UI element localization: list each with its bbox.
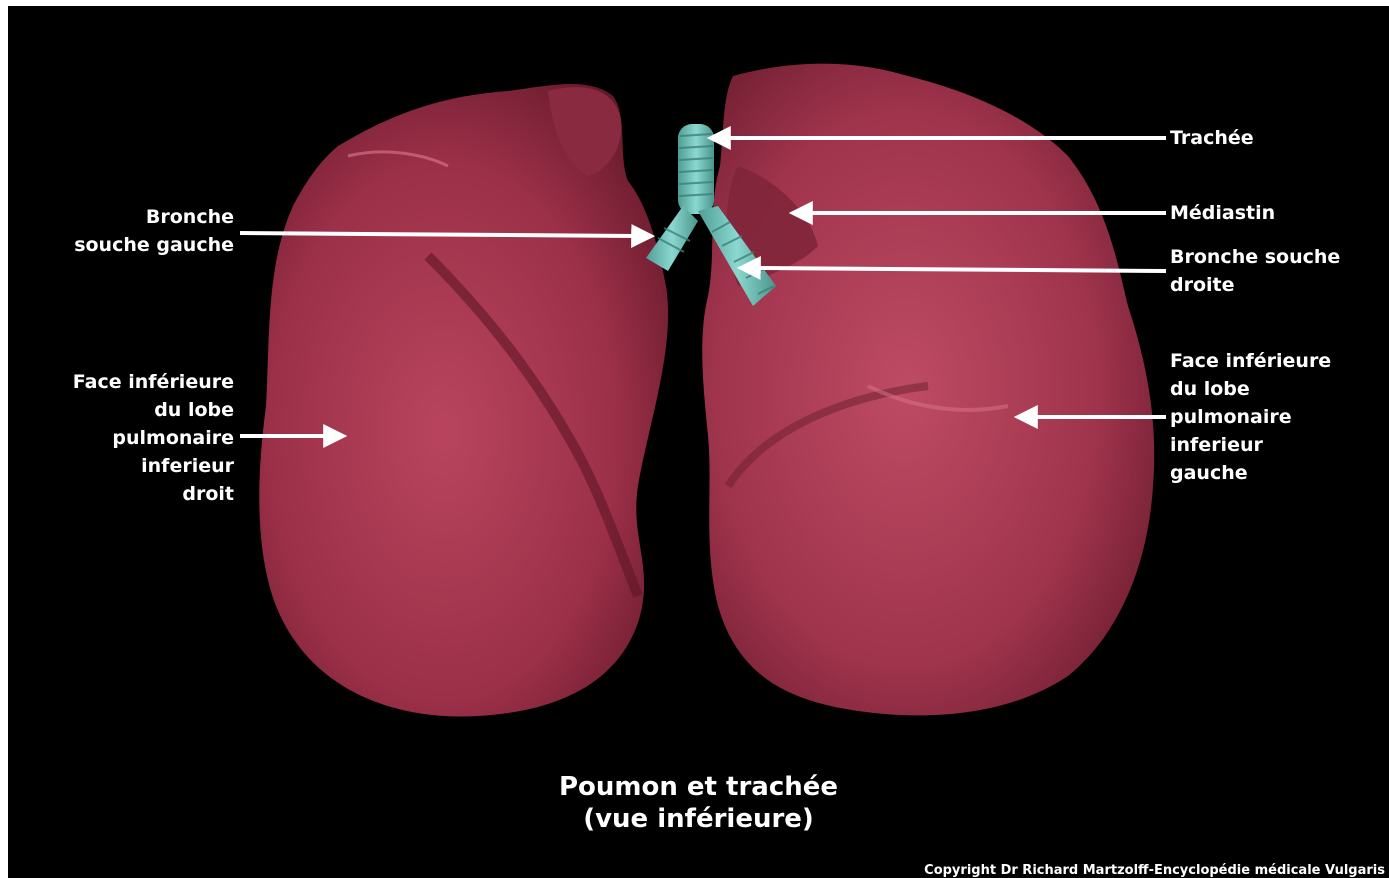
label-line: inferieur (1170, 431, 1331, 459)
label-line: pulmonaire (1170, 403, 1331, 431)
label-line: gauche (1170, 459, 1331, 487)
label-face-inferieure-gauche: Face inférieure du lobe pulmonaire infer… (1170, 347, 1331, 487)
left-lung-shape (259, 84, 668, 716)
label-line: souche gauche (74, 231, 234, 259)
caption-subtitle: (vue inférieure) (8, 803, 1389, 835)
label-line: inferieur (73, 452, 234, 480)
label-line: Bronche souche (1170, 243, 1340, 271)
caption-title: Poumon et trachée (8, 771, 1389, 803)
label-line: du lobe (1170, 375, 1331, 403)
label-line: Face inférieure (73, 368, 234, 396)
label-mediastin: Médiastin (1170, 199, 1275, 227)
trachea (678, 124, 714, 214)
label-bronche-souche-gauche: Bronche souche gauche (74, 203, 234, 259)
label-line: pulmonaire (73, 424, 234, 452)
label-line: Bronche (74, 203, 234, 231)
copyright-notice: Copyright Dr Richard Martzolff-Encyclopé… (924, 863, 1385, 878)
label-line: droit (73, 480, 234, 508)
label-trachee: Trachée (1170, 124, 1254, 152)
label-line: du lobe (73, 396, 234, 424)
figure-caption: Poumon et trachée (vue inférieure) (8, 771, 1389, 835)
label-bronche-souche-droite: Bronche souche droite (1170, 243, 1340, 299)
figure-canvas: Trachée Médiastin Bronche souche droite … (8, 6, 1389, 878)
label-line: Face inférieure (1170, 347, 1331, 375)
label-line: droite (1170, 271, 1340, 299)
label-face-inferieure-droit: Face inférieure du lobe pulmonaire infer… (73, 368, 234, 508)
